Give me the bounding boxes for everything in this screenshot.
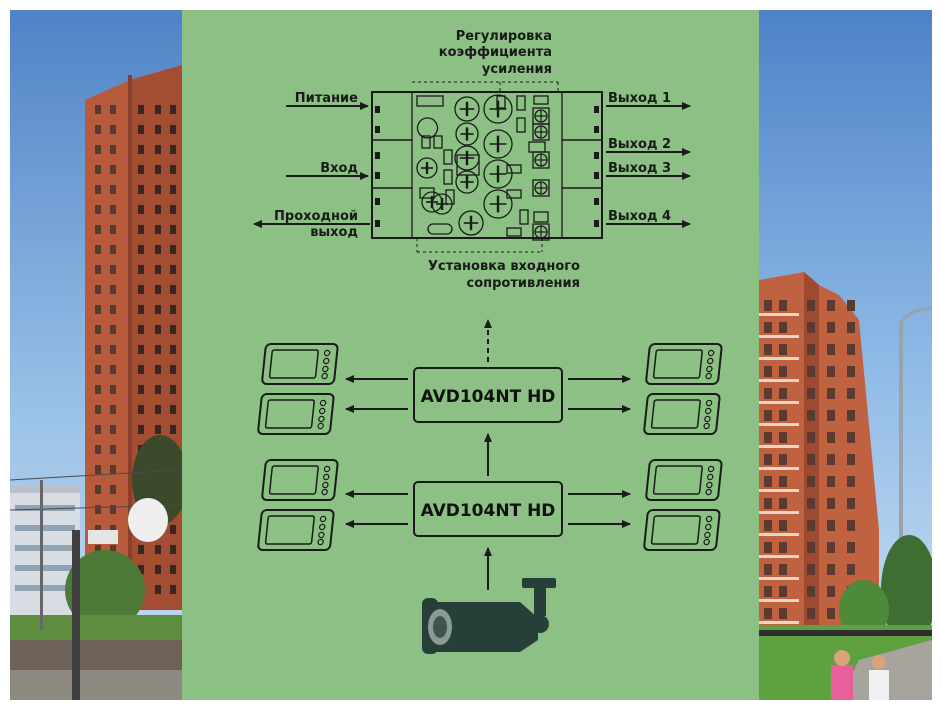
board-schematic xyxy=(253,81,691,253)
monitor-icon xyxy=(261,343,339,385)
diagram-panel: Регулировка коэффициента усиления Питани… xyxy=(182,10,759,700)
gain-label-line3: усиления xyxy=(482,62,552,77)
power-label: Питание xyxy=(295,91,358,106)
output-4-label: Выход 4 xyxy=(608,209,671,224)
monitor-icon xyxy=(257,393,335,435)
passthrough-label-line1: Проходной xyxy=(274,209,358,224)
monitor-icon xyxy=(643,393,721,435)
monitor-icon xyxy=(645,343,723,385)
photo-left-building xyxy=(10,10,182,700)
top-switch-label: AVD104NT HD xyxy=(421,387,556,407)
camera-icon xyxy=(422,578,556,654)
bottom-switch-label: AVD104NT HD xyxy=(421,501,556,521)
bottom-switch-box xyxy=(413,481,563,537)
passthrough-label-line2: выход xyxy=(310,225,358,240)
impedance-label-line2: сопротивления xyxy=(466,276,580,291)
impedance-label-line1: Установка входного xyxy=(428,259,580,274)
top-switch-box xyxy=(413,367,563,423)
monitor-icon xyxy=(645,459,723,501)
input-label: Вход xyxy=(320,161,358,176)
gain-label-line1: Регулировка xyxy=(456,29,552,44)
output-2-label: Выход 2 xyxy=(608,137,671,152)
monitor-icon xyxy=(643,509,721,551)
monitor-icon xyxy=(261,459,339,501)
monitor-icon xyxy=(257,509,335,551)
gain-label-line2: коэффициента xyxy=(439,45,552,60)
output-1-label: Выход 1 xyxy=(608,91,671,106)
photo-right-building xyxy=(759,10,932,700)
monitor-arrows xyxy=(345,375,631,528)
output-3-label: Выход 3 xyxy=(608,161,671,176)
